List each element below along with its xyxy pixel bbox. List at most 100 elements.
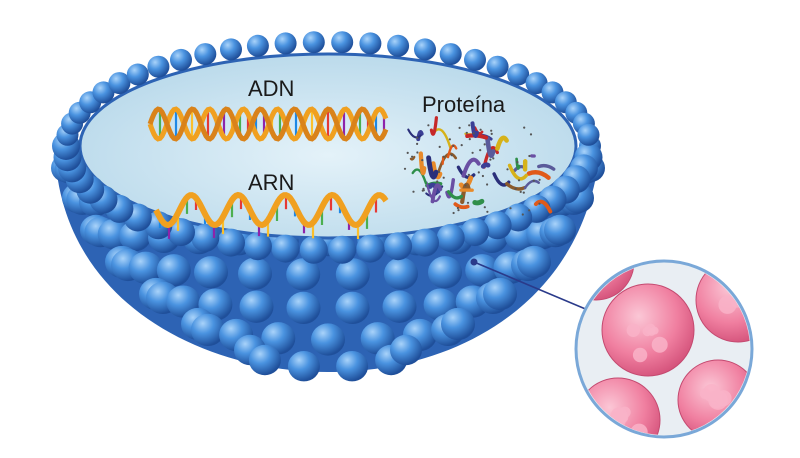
protein-atom	[483, 206, 486, 209]
protein-ribbon-segment	[407, 128, 422, 139]
protein-atom	[412, 190, 415, 193]
rim-lipid-ball	[328, 235, 357, 264]
protein-atom	[477, 171, 480, 174]
membrane-rim	[52, 31, 603, 264]
protein-atom	[509, 207, 512, 210]
magnified-lipid-head	[578, 377, 661, 435]
protein-atom	[457, 209, 460, 212]
rim-lipid-ball	[194, 43, 217, 66]
lipid-head-ball	[544, 214, 576, 246]
rim-lipid-ball	[439, 43, 462, 66]
protein-atom	[489, 158, 492, 161]
protein-atom	[490, 132, 493, 135]
rim-lipid-ball	[577, 123, 600, 146]
protein-atom	[468, 124, 471, 127]
protein-atom	[516, 161, 519, 164]
protein-ribbon-segment	[446, 190, 464, 200]
rna-label: ARN	[248, 170, 294, 195]
lipid-head-ball	[248, 344, 281, 376]
protein-atom	[416, 151, 419, 154]
lipid-head-ball	[311, 323, 345, 356]
protein-atom	[514, 187, 517, 190]
protein-atom	[523, 126, 526, 129]
protein-atom	[456, 206, 459, 210]
protein-atom	[406, 151, 409, 154]
protein-atom	[452, 211, 455, 215]
lipid-head-ball	[286, 258, 321, 291]
protein-atom	[490, 129, 493, 132]
rim-lipid-ball	[299, 235, 328, 264]
rim-lipid-ball	[302, 31, 325, 54]
rim-lipid-ball	[191, 223, 220, 252]
lipid-head-ball	[190, 313, 225, 347]
protein-ribbon-segment	[411, 168, 428, 185]
rim-lipid-ball	[414, 38, 436, 61]
lipid-head-ball	[382, 290, 417, 323]
protein-atom	[483, 143, 486, 146]
rna-helix-icon	[153, 191, 389, 239]
protein-atom	[421, 159, 424, 162]
protein-atom	[486, 183, 489, 186]
protein-ribbon-segment	[485, 136, 496, 158]
rim-lipid-ball	[274, 32, 297, 55]
rim-lipid-ball	[170, 48, 192, 71]
rim-lipid-ball	[356, 234, 385, 263]
lipid-head-ball	[517, 245, 551, 279]
protein-atom	[442, 155, 445, 158]
lipid-head-ball	[390, 334, 422, 366]
rim-lipid-ball	[411, 228, 439, 257]
liposome	[51, 31, 605, 382]
protein-atom	[458, 126, 461, 129]
protein-ribbon-segment	[437, 152, 458, 173]
protein-atom	[479, 128, 482, 131]
protein-ribbon-segment	[533, 199, 553, 214]
rim-lipid-ball	[464, 48, 486, 71]
lipid-head-ball	[194, 256, 228, 289]
protein-atom	[427, 124, 430, 127]
rim-lipid-ball	[108, 72, 131, 95]
protein-atom	[492, 157, 495, 160]
protein-ribbon-segment	[523, 179, 541, 190]
protein-atom	[471, 151, 474, 154]
protein-ribbon-segment	[461, 157, 481, 178]
rim-lipid-ball	[436, 223, 465, 252]
protein-atom	[481, 174, 484, 178]
rim-lipid-ball	[387, 34, 410, 57]
lipid-head-ball	[239, 290, 274, 323]
lipid-head-ball	[238, 257, 272, 290]
protein-atom	[467, 173, 470, 176]
protein-ribbon-segment	[453, 202, 470, 210]
protein-ribbon-segment	[495, 135, 509, 151]
lipid-head-ball	[428, 256, 462, 289]
protein-atom	[522, 191, 525, 194]
protein-atom	[436, 180, 439, 183]
rna-strand	[153, 191, 389, 229]
protein-atom	[538, 178, 541, 181]
protein-atom	[450, 154, 453, 157]
protein-atom	[403, 167, 407, 170]
rim-lipid-ball	[243, 232, 272, 261]
rim-lipid-ball	[483, 211, 512, 240]
protein-atom	[538, 202, 541, 205]
rim-lipid-ball	[217, 228, 245, 257]
protein-ribbon-segment	[429, 116, 438, 136]
protein-atom	[472, 132, 475, 135]
lipid-head-ball	[335, 291, 370, 325]
dna-strand-b	[147, 106, 389, 142]
lipid-head-ball	[286, 291, 321, 325]
rim-lipid-ball	[271, 234, 300, 263]
lipid-head-ball	[335, 258, 370, 291]
protein-ribbon-segment	[507, 163, 528, 181]
protein-atom	[416, 142, 419, 145]
protein-ribbon-segment	[480, 162, 491, 169]
protein-atom	[465, 131, 468, 134]
rim-lipid-ball	[147, 55, 170, 78]
protein-atom	[422, 187, 425, 190]
protein-atom	[528, 209, 531, 212]
protein-atom	[452, 144, 455, 147]
rim-lipid-ball	[507, 63, 530, 86]
rim-lipid-ball	[525, 72, 548, 95]
protein-atom	[532, 179, 535, 182]
protein-ribbon-segment	[515, 157, 521, 170]
